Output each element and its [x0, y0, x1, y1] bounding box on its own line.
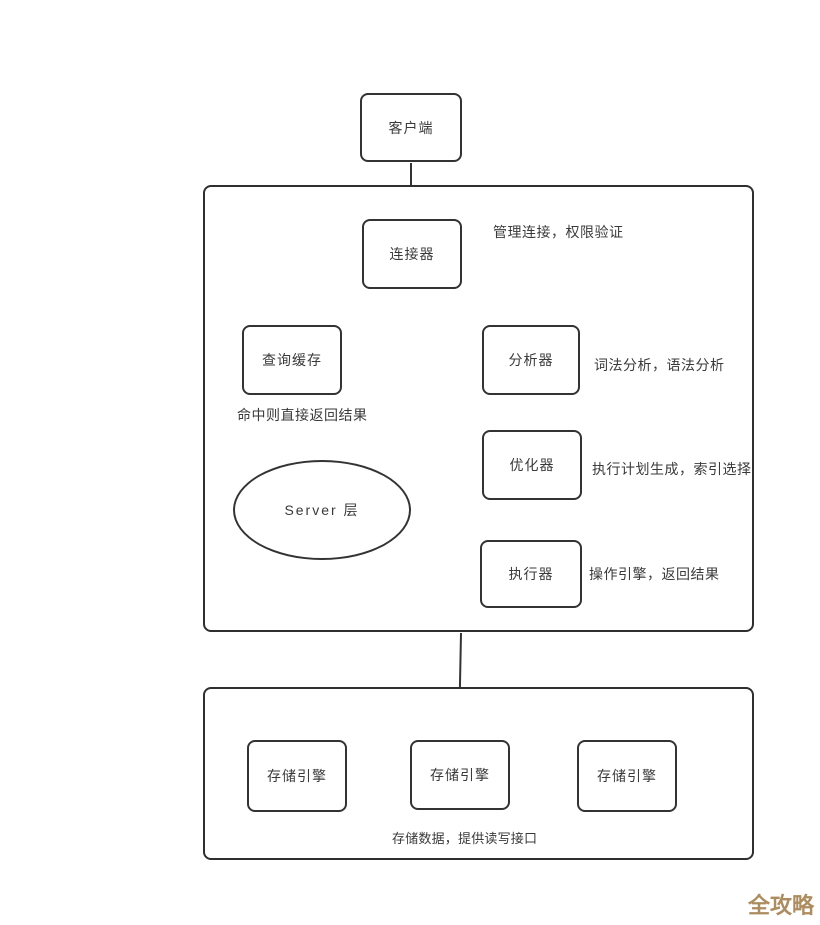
- storage-annotation: 存储数据，提供读写接口: [392, 831, 538, 846]
- connector-annotation: 管理连接，权限验证: [493, 224, 624, 240]
- storage-engine-node-3: 存储引擎: [577, 740, 677, 812]
- query-cache-node: 查询缓存: [242, 325, 342, 395]
- storage-engine-node-2: 存储引擎: [410, 740, 510, 810]
- server-layer-ellipse: Server 层: [233, 460, 411, 560]
- storage-engine-node-1: 存储引擎: [247, 740, 347, 812]
- optimizer-annotation: 执行计划生成，索引选择: [592, 461, 752, 477]
- watermark-logo: 全攻略: [748, 893, 815, 918]
- executor-annotation: 操作引擎，返回结果: [589, 566, 720, 582]
- connector-node: 连接器: [362, 219, 462, 289]
- optimizer-node: 优化器: [482, 430, 582, 500]
- executor-node: 执行器: [480, 540, 582, 608]
- analyzer-node: 分析器: [482, 325, 580, 395]
- analyzer-annotation: 词法分析，语法分析: [594, 357, 725, 373]
- query-cache-annotation: 命中则直接返回结果: [237, 407, 368, 423]
- client-node: 客户端: [360, 93, 462, 162]
